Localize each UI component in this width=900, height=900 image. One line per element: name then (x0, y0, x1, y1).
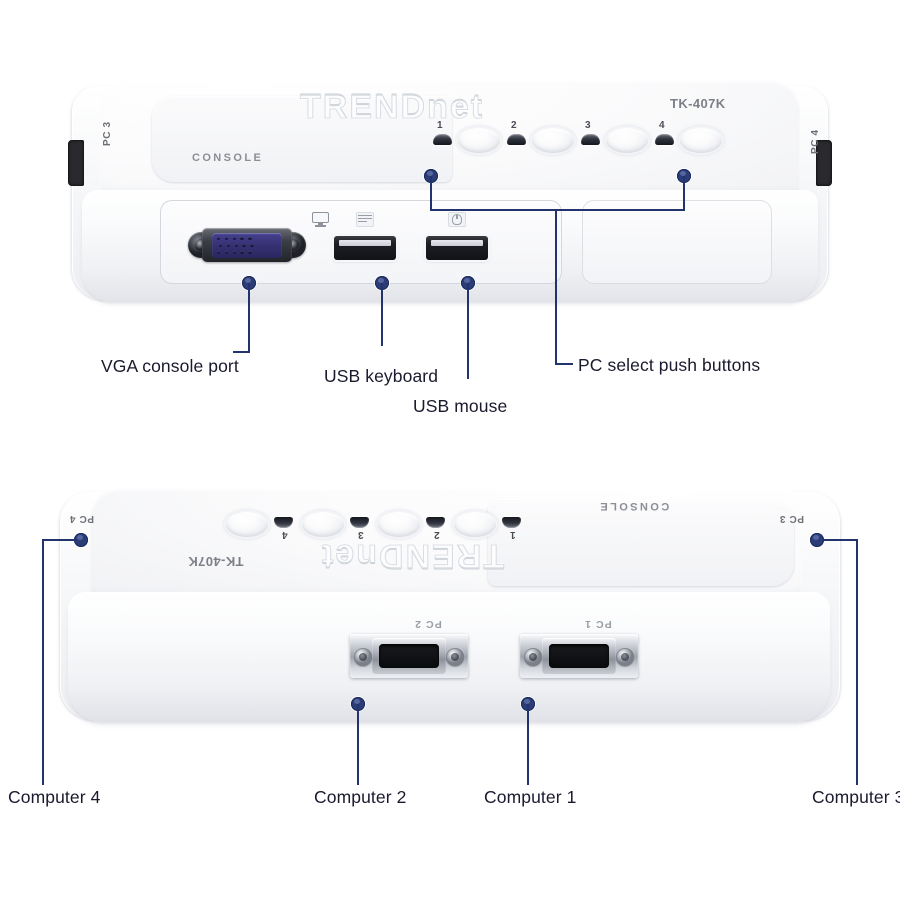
callout-line-c2-v (357, 704, 359, 785)
vga-pc1-thumbscrew-right (616, 648, 634, 666)
callout-line-c1-v (527, 704, 529, 785)
vga-blue-insert (212, 233, 282, 258)
led-indicator-4 (655, 134, 674, 145)
callout-label-pc-select-buttons: PC select push buttons (578, 355, 761, 375)
callout-dot-computer-4 (74, 533, 88, 547)
usb-mouse-port[interactable] (426, 236, 488, 260)
push-button-rear-1[interactable] (454, 512, 496, 537)
vga-console-port[interactable] (188, 224, 306, 266)
front-blank-panel (582, 200, 772, 284)
kvm-switch-top-view: TRENDnet TK-407K CONSOLE 1 2 3 (68, 78, 832, 310)
callout-line-c4-h (42, 539, 76, 541)
console-port-panel (160, 200, 562, 284)
callout-line-c4-v (42, 539, 44, 785)
callout-label-computer-2: Computer 2 (314, 787, 407, 807)
led-label-1: 1 (437, 120, 443, 131)
callout-line-c3-h (822, 539, 858, 541)
model-number-rear: TK-407K (188, 554, 244, 569)
right-vga-connector-nub (816, 140, 832, 186)
device-rear-top-face: TRENDnet TK-407K CONSOLE 4 3 2 (90, 488, 802, 600)
led-indicator-rear-3 (350, 517, 369, 528)
led-label-rear-3: 3 (358, 529, 364, 540)
push-button-rear-4[interactable] (226, 512, 268, 537)
led-indicator-1 (433, 134, 452, 145)
led-indicator-3 (581, 134, 600, 145)
callout-label-computer-3: Computer 3 (812, 787, 900, 807)
vga-pc1-thumbscrew-left (524, 648, 542, 666)
led-label-4: 4 (659, 120, 665, 131)
callout-line-pcsel-v-left (430, 176, 432, 211)
right-tab-label-rear-view: PC 3 (779, 513, 804, 524)
callout-label-vga-console-port: VGA console port (101, 356, 239, 376)
push-button-rear-3[interactable] (302, 512, 344, 537)
console-marking: CONSOLE (192, 152, 264, 164)
brand-logo-rear: TRENDnet (320, 537, 505, 576)
vga-port-pc2[interactable] (350, 628, 468, 684)
led-label-2: 2 (511, 120, 517, 131)
left-tab-label-rear-view: PC 4 (69, 513, 94, 524)
device-rear-front-face: PC 2 PC 1 (68, 592, 830, 722)
monitor-icon (312, 212, 329, 227)
callout-line-pcsel-v-right (683, 176, 685, 211)
led-label-rear-1: 1 (510, 529, 516, 540)
callout-line-keyboard-v (381, 283, 383, 346)
callout-label-computer-1: Computer 1 (484, 787, 577, 807)
model-number: TK-407K (670, 96, 726, 111)
led-label-3: 3 (585, 120, 591, 131)
push-button-4[interactable] (680, 128, 722, 153)
left-vga-connector-nub (68, 140, 84, 186)
led-indicator-2 (507, 134, 526, 145)
callout-line-vga-v (248, 283, 250, 351)
vga-pc2-thumbscrew-right (446, 648, 464, 666)
callout-line-pcsel-h (555, 363, 573, 365)
callout-line-vga-h (233, 351, 250, 353)
callout-label-usb-keyboard: USB keyboard (324, 366, 439, 386)
push-button-3[interactable] (606, 128, 648, 153)
right-tab-label-top-view: PC 4 (810, 129, 821, 154)
led-indicator-rear-2 (426, 517, 445, 528)
callout-line-c3-v (856, 539, 858, 785)
keyboard-icon (356, 212, 374, 227)
led-label-rear-4: 4 (282, 529, 288, 540)
push-button-1[interactable] (458, 128, 500, 153)
vga-pc2-thumbscrew-left (354, 648, 372, 666)
console-lip-recess-rear (488, 502, 794, 586)
kvm-switch-rear-view: TRENDnet TK-407K CONSOLE 4 3 2 (60, 488, 850, 736)
callout-line-pcsel-bar (430, 209, 685, 211)
callout-label-computer-4: Computer 4 (8, 787, 101, 807)
push-button-rear-2[interactable] (378, 512, 420, 537)
device-front-face (82, 190, 818, 302)
device-top-face: TRENDnet TK-407K CONSOLE 1 2 3 (100, 80, 800, 198)
callout-line-pcsel-drop (555, 209, 557, 365)
usb-keyboard-port[interactable] (334, 236, 396, 260)
console-marking-rear: CONSOLE (598, 500, 670, 512)
console-lip-recess (152, 96, 452, 182)
callout-label-usb-mouse: USB mouse (413, 396, 508, 416)
callout-line-mouse-v (467, 283, 469, 379)
vga-port-pc1[interactable] (520, 628, 638, 684)
mouse-icon (448, 212, 466, 227)
led-indicator-rear-4 (274, 517, 293, 528)
brand-logo: TRENDnet (299, 88, 485, 127)
led-label-rear-2: 2 (434, 529, 440, 540)
push-button-2[interactable] (532, 128, 574, 153)
callout-dot-computer-3 (810, 533, 824, 547)
left-tab-label-top-view: PC 3 (102, 121, 113, 146)
